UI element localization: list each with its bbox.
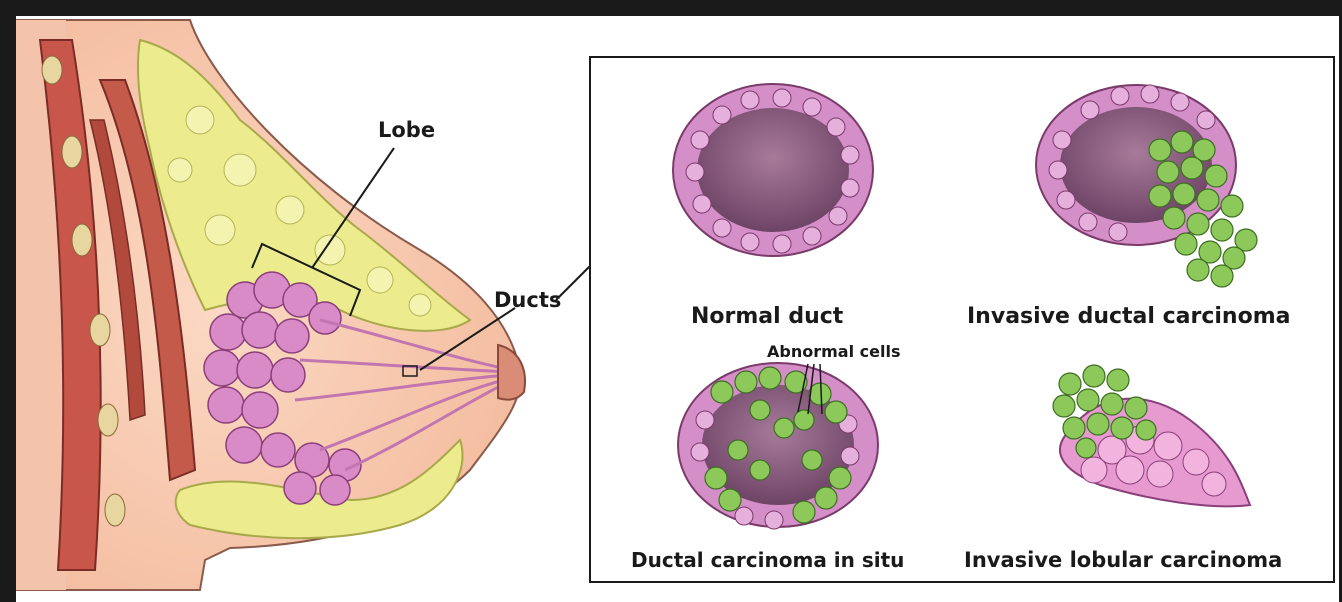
lobe-label: Lobe <box>378 118 435 142</box>
dcis-label: Ductal carcinoma in situ <box>631 548 904 572</box>
normal-duct-illustration <box>673 84 873 256</box>
ducts-label: Ducts <box>494 288 561 312</box>
normal-duct-label: Normal duct <box>691 304 843 329</box>
abnormal-cells-label: Abnormal cells <box>767 342 900 361</box>
dcis-illustration <box>678 363 878 529</box>
nipple <box>498 345 525 400</box>
invasive-lobular-carcinoma-label: Invasive lobular carcinoma <box>964 548 1282 572</box>
invasive-ductal-carcinoma-label: Invasive ductal carcinoma <box>967 304 1290 329</box>
